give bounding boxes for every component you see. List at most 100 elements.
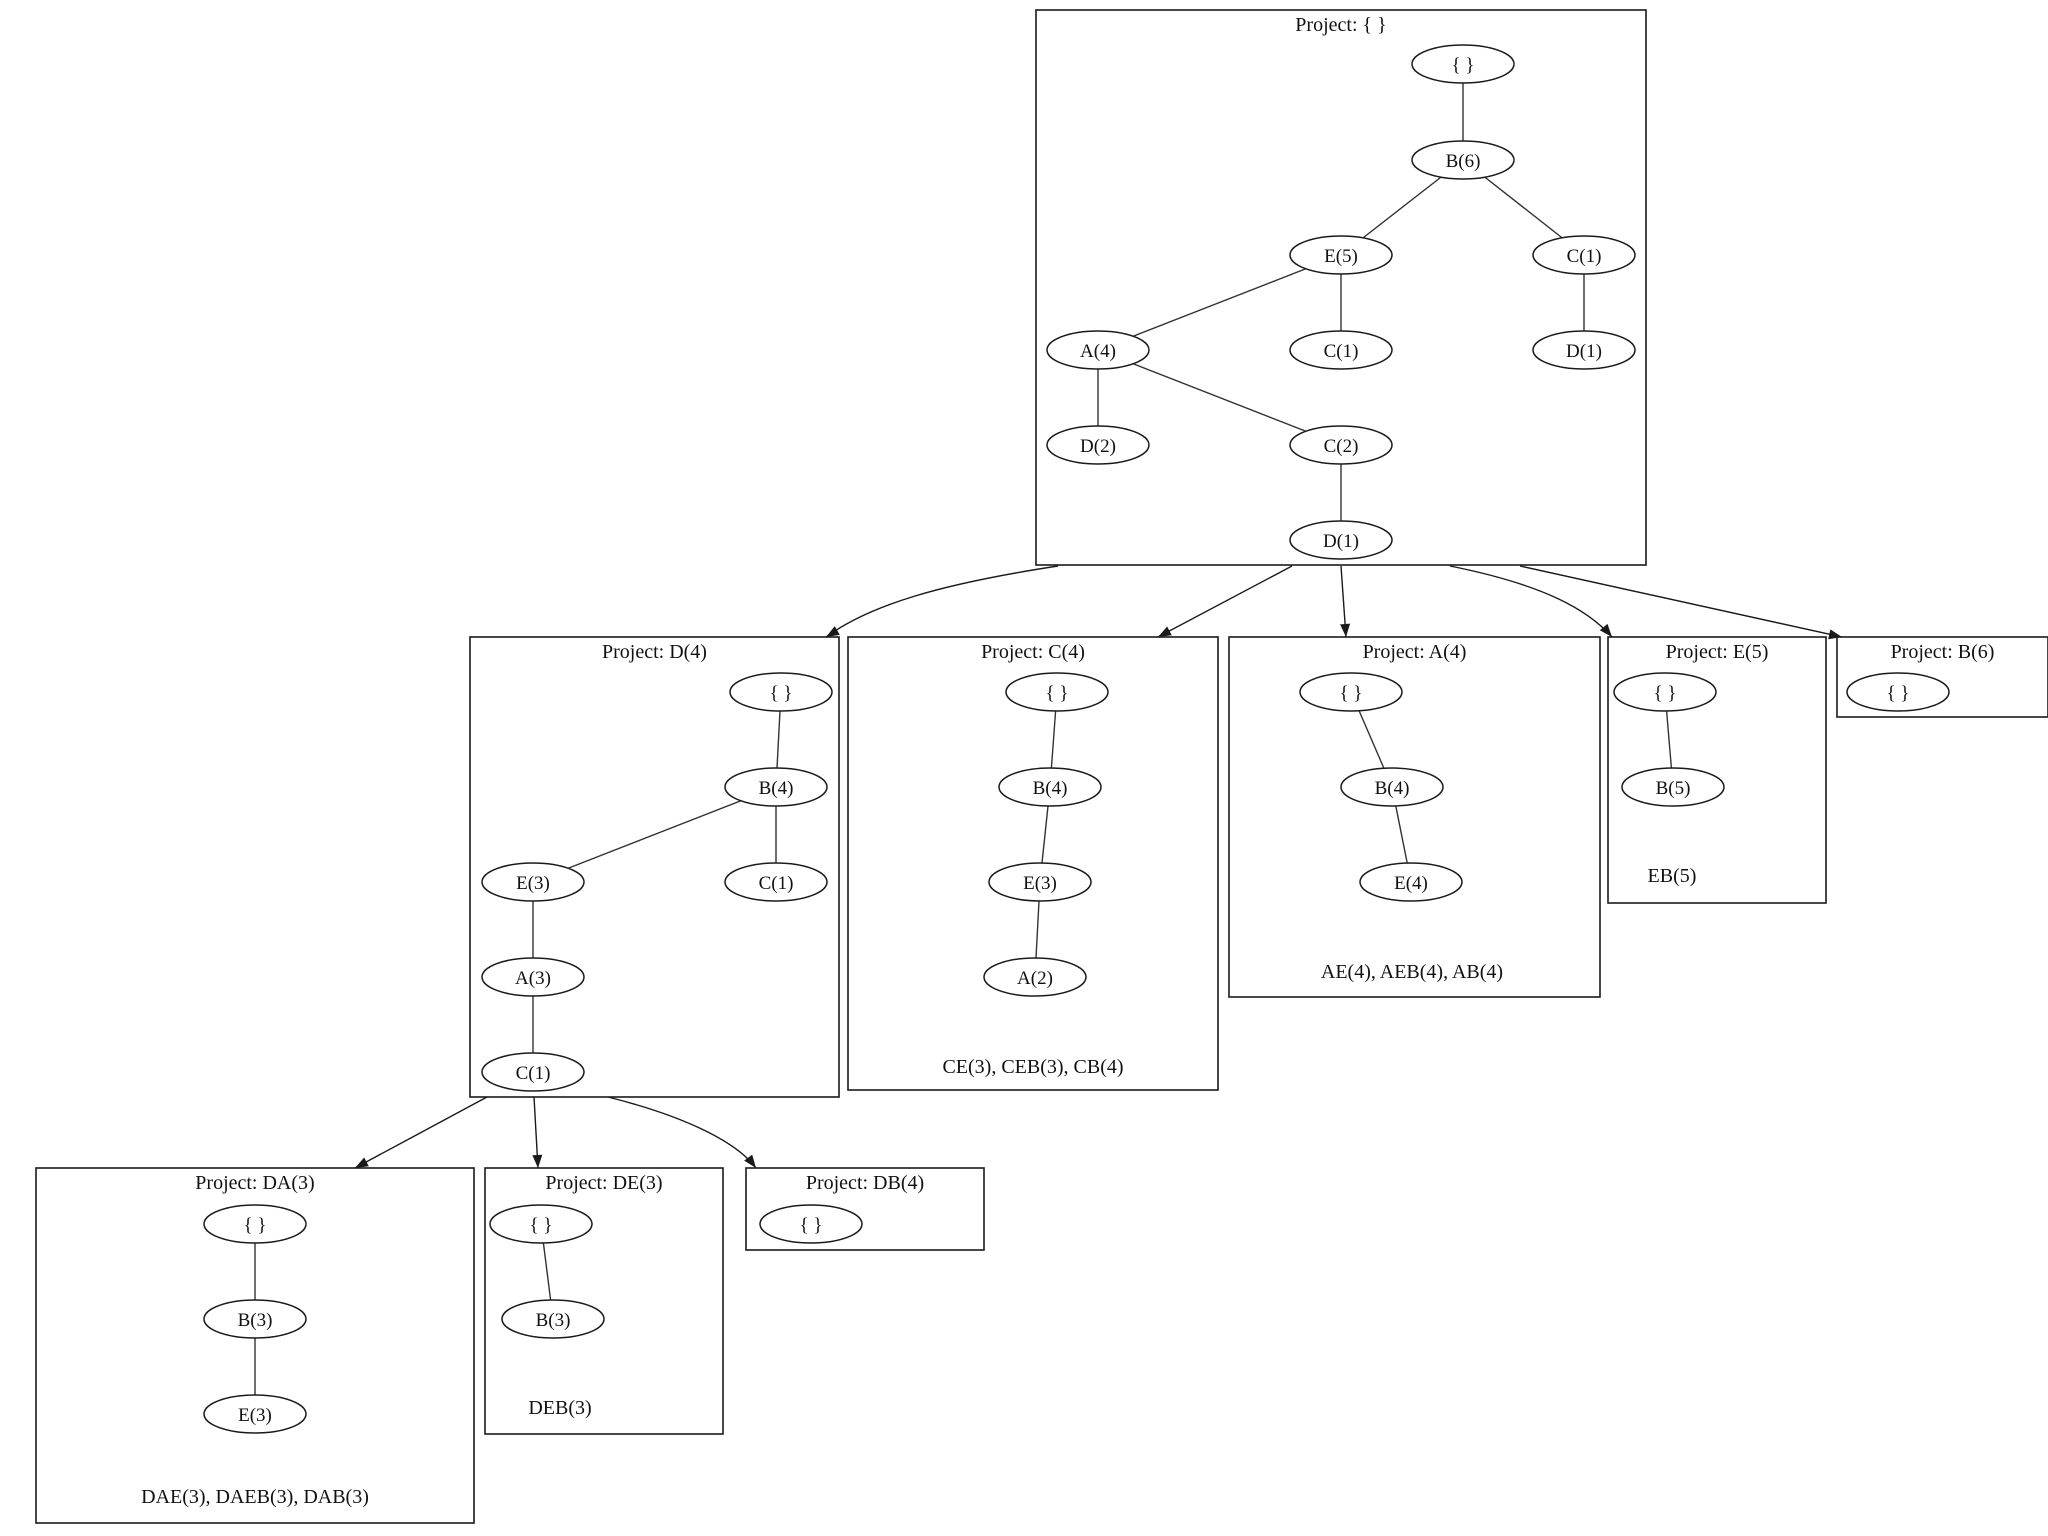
tree-node: B(3) bbox=[501, 1299, 605, 1339]
project-title: Project: D(4) bbox=[602, 641, 707, 663]
tree-node: B(4) bbox=[998, 767, 1102, 807]
node-ellipse bbox=[1289, 425, 1393, 465]
node-label: A(4) bbox=[1080, 341, 1116, 362]
arrowhead bbox=[1158, 626, 1172, 637]
project-root: Project: { }{ }B(6)E(5)C(1)A(4)C(1)D(1)D… bbox=[1035, 9, 1647, 566]
node-ellipse bbox=[1532, 330, 1636, 370]
node-ellipse bbox=[1289, 330, 1393, 370]
arrowhead bbox=[532, 1154, 543, 1168]
node-ellipse bbox=[1299, 672, 1403, 712]
node-ellipse bbox=[1411, 44, 1515, 84]
node-label: D(2) bbox=[1080, 436, 1116, 457]
project-e: Project: E(5){ }B(5)EB(5) bbox=[1607, 636, 1827, 904]
tree-node: C(1) bbox=[481, 1052, 585, 1092]
node-label: C(1) bbox=[759, 873, 794, 894]
tree-node: B(4) bbox=[1340, 767, 1444, 807]
project-title: Project: E(5) bbox=[1666, 641, 1769, 663]
project-box bbox=[484, 1167, 724, 1435]
node-ellipse bbox=[1046, 425, 1150, 465]
node-label: { } bbox=[800, 1215, 823, 1236]
arrowhead bbox=[744, 1154, 756, 1168]
node-label: E(5) bbox=[1324, 246, 1358, 267]
node-ellipse bbox=[988, 862, 1092, 902]
projection-arrow-root-e bbox=[1449, 565, 1613, 638]
project-title: Project: { } bbox=[1295, 14, 1386, 36]
node-label: B(4) bbox=[759, 778, 794, 799]
project-box bbox=[1035, 9, 1647, 566]
node-ellipse bbox=[203, 1394, 307, 1434]
node-label: A(3) bbox=[515, 968, 551, 989]
node-ellipse bbox=[1846, 672, 1950, 712]
node-label: { } bbox=[1340, 683, 1363, 704]
tree-node: B(5) bbox=[1621, 767, 1725, 807]
node-ellipse bbox=[998, 767, 1102, 807]
tree-node: { } bbox=[1005, 672, 1109, 712]
node-label: B(6) bbox=[1446, 151, 1481, 172]
tree-node: { } bbox=[759, 1204, 863, 1244]
tree-node: B(4) bbox=[724, 767, 828, 807]
node-ellipse bbox=[203, 1299, 307, 1339]
tree-node: D(1) bbox=[1289, 520, 1393, 560]
project-title: Project: DB(4) bbox=[806, 1172, 924, 1194]
tree-node: A(2) bbox=[983, 957, 1087, 997]
node-label: { } bbox=[1654, 683, 1677, 704]
arrow-line bbox=[607, 1096, 757, 1169]
node-ellipse bbox=[481, 862, 585, 902]
project-de: Project: DE(3){ }B(3)DEB(3) bbox=[484, 1167, 724, 1435]
projection-arrow-d-de bbox=[532, 1096, 543, 1169]
node-label: { } bbox=[1452, 55, 1475, 76]
node-label: E(3) bbox=[1023, 873, 1057, 894]
node-label: E(3) bbox=[516, 873, 550, 894]
arrow-line bbox=[825, 565, 1059, 638]
tree-node: { } bbox=[489, 1204, 593, 1244]
tree-node: C(1) bbox=[1289, 330, 1393, 370]
project-d: Project: D(4){ }B(4)E(3)C(1)A(3)C(1) bbox=[469, 636, 840, 1098]
tree-node: { } bbox=[1846, 672, 1950, 712]
project-box bbox=[469, 636, 840, 1098]
node-ellipse bbox=[481, 957, 585, 997]
node-ellipse bbox=[1621, 767, 1725, 807]
project-a: Project: A(4){ }B(4)E(4)AE(4), AEB(4), A… bbox=[1228, 636, 1601, 998]
tree-node: E(4) bbox=[1359, 862, 1463, 902]
node-ellipse bbox=[759, 1204, 863, 1244]
tree-edge bbox=[1097, 254, 1342, 351]
node-ellipse bbox=[724, 862, 828, 902]
project-title: Project: C(4) bbox=[981, 641, 1085, 663]
node-ellipse bbox=[1046, 330, 1150, 370]
tree-node: E(3) bbox=[481, 862, 585, 902]
tree-node: E(3) bbox=[988, 862, 1092, 902]
project-c: Project: C(4){ }B(4)E(3)A(2)CE(3), CEB(3… bbox=[847, 636, 1219, 1091]
frequent-patterns: AE(4), AEB(4), AB(4) bbox=[1321, 961, 1503, 983]
node-label: { } bbox=[1887, 683, 1910, 704]
node-ellipse bbox=[1359, 862, 1463, 902]
node-label: { } bbox=[244, 1215, 267, 1236]
node-label: C(1) bbox=[1324, 341, 1359, 362]
node-ellipse bbox=[1340, 767, 1444, 807]
node-label: { } bbox=[530, 1215, 553, 1236]
node-ellipse bbox=[729, 672, 833, 712]
tree-node: { } bbox=[203, 1204, 307, 1244]
node-label: D(1) bbox=[1566, 341, 1602, 362]
arrowhead bbox=[826, 626, 840, 637]
node-ellipse bbox=[1289, 520, 1393, 560]
node-label: C(1) bbox=[516, 1063, 551, 1084]
project-box bbox=[847, 636, 1219, 1091]
arrowhead bbox=[355, 1157, 369, 1168]
tree-node: D(2) bbox=[1046, 425, 1150, 465]
project-box bbox=[1228, 636, 1601, 998]
tree-node: { } bbox=[1613, 672, 1717, 712]
node-ellipse bbox=[501, 1299, 605, 1339]
project-da: Project: DA(3){ }B(3)E(3)DAE(3), DAEB(3)… bbox=[35, 1167, 475, 1524]
tree-node: { } bbox=[1299, 672, 1403, 712]
frequent-patterns: DEB(3) bbox=[528, 1397, 591, 1419]
node-label: B(4) bbox=[1033, 778, 1068, 799]
node-ellipse bbox=[481, 1052, 585, 1092]
node-label: E(3) bbox=[238, 1405, 272, 1426]
node-ellipse bbox=[983, 957, 1087, 997]
projection-arrow-root-b bbox=[1519, 565, 1843, 640]
node-label: B(3) bbox=[536, 1310, 571, 1331]
node-label: C(2) bbox=[1324, 436, 1359, 457]
arrow-line bbox=[1519, 565, 1843, 638]
node-label: B(3) bbox=[238, 1310, 273, 1331]
